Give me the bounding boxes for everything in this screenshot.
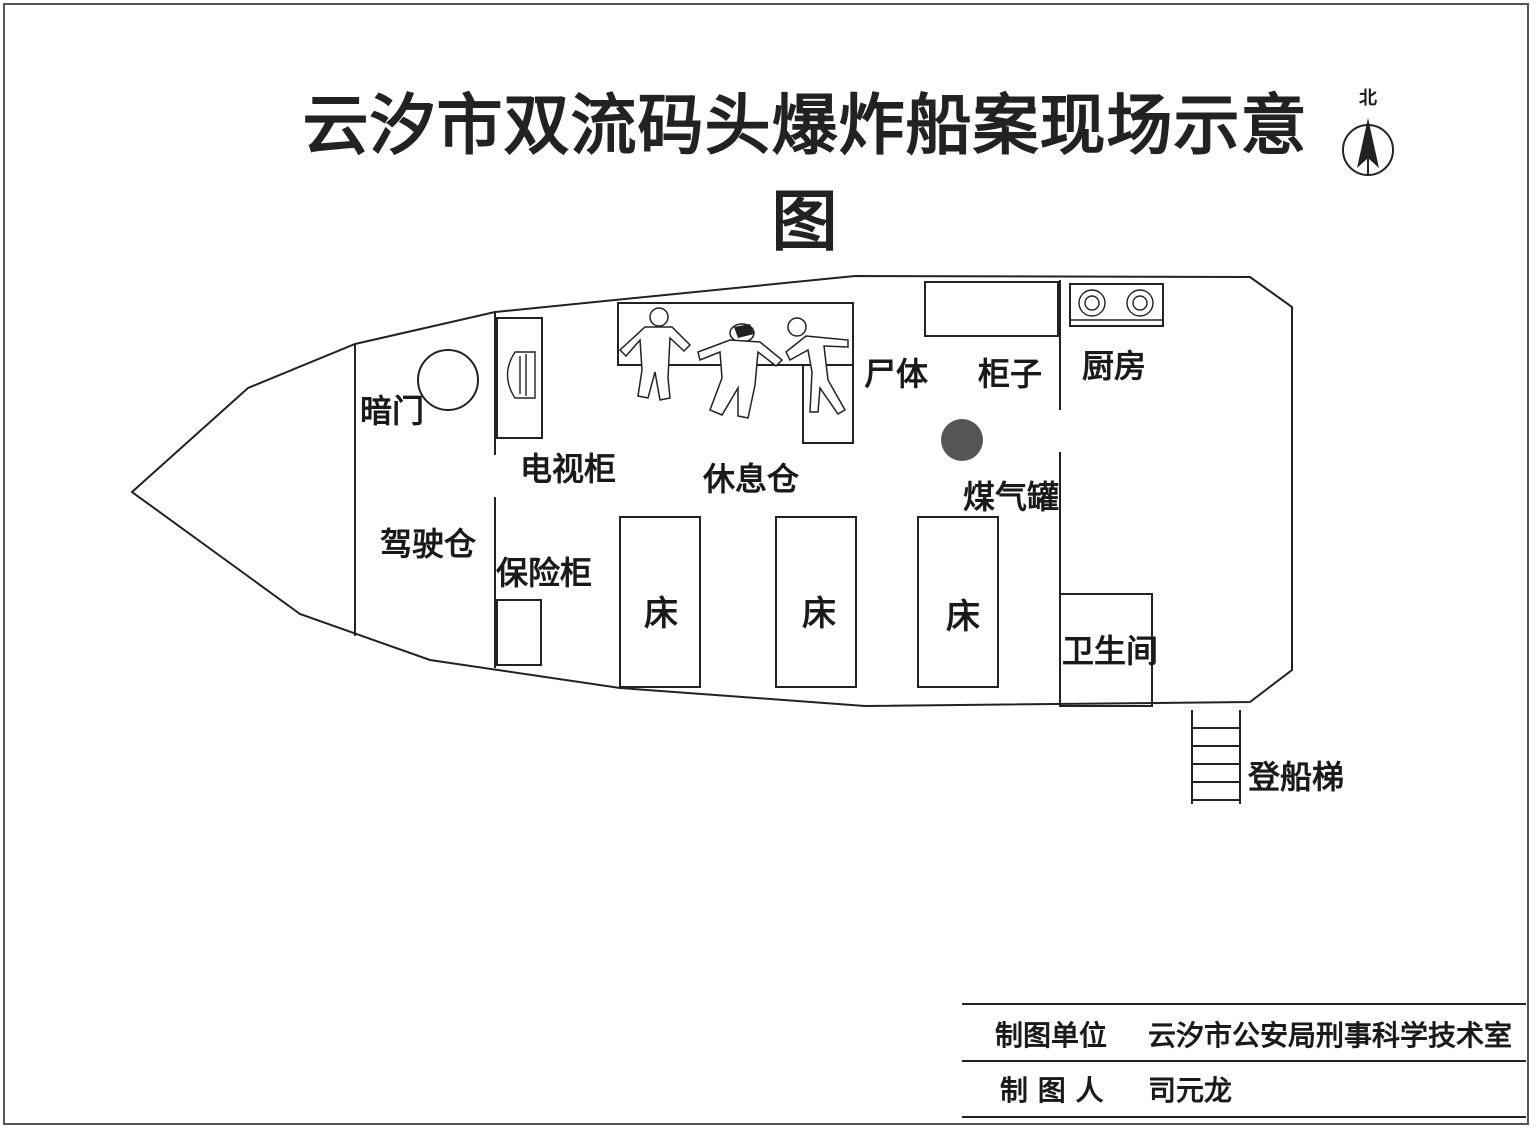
body-figure-1 — [618, 307, 692, 401]
info-row-2-value: 司元龙 — [1148, 1074, 1232, 1107]
label-hidden-door: 暗门 — [360, 392, 424, 430]
bed-3 — [917, 516, 999, 688]
label-cabinet: 柜子 — [978, 355, 1042, 393]
label-gas-tank: 煤气罐 — [963, 478, 1059, 516]
info-table: 制图单位 云汐市公安局刑事科学技术室 制 图 人 司元龙 — [962, 1003, 1526, 1118]
compass-north-label: 北 — [1359, 88, 1377, 109]
bathroom — [1059, 593, 1153, 707]
boarding-ladder — [1191, 710, 1241, 804]
label-kitchen: 厨房 — [1082, 347, 1146, 385]
hidden-door — [417, 349, 479, 411]
label-tv-cabinet: 电视柜 — [520, 450, 616, 488]
diagram-title: 云汐市双流码头爆炸船案现场示意图 — [302, 86, 1308, 260]
label-boarding-ladder: 登船梯 — [1247, 758, 1344, 796]
label-bed-1: 床 — [644, 594, 678, 634]
bed-1 — [619, 516, 701, 688]
cabinet — [924, 281, 1059, 337]
bed-2 — [775, 516, 857, 688]
label-cockpit: 驾驶仓 — [380, 525, 477, 563]
stove-icon — [1069, 283, 1164, 327]
body-figure-3 — [785, 317, 849, 415]
info-row-1-label: 制图单位 — [995, 1019, 1107, 1052]
label-safe-cabinet: 保险柜 — [496, 554, 592, 592]
tv-cabinet — [496, 317, 543, 439]
safe-cabinet — [496, 599, 542, 666]
label-bed-3: 床 — [946, 597, 980, 637]
label-bed-2: 床 — [802, 594, 836, 634]
body-figure-2 — [697, 323, 784, 419]
label-bodies: 尸体 — [864, 355, 928, 393]
tv-icon — [506, 351, 536, 399]
gas-tank — [941, 419, 983, 461]
label-rest-cabin: 休息仓 — [702, 460, 800, 498]
info-row-1-value: 云汐市公安局刑事科学技术室 — [1148, 1019, 1512, 1052]
boat-hull — [130, 274, 1293, 708]
label-bathroom: 卫生间 — [1062, 632, 1158, 670]
diagram-frame — [3, 3, 1529, 1125]
north-arrow-icon: 北 — [1342, 88, 1394, 176]
info-row-2-label: 制 图 人 — [1000, 1074, 1104, 1107]
body-area-lower — [802, 364, 854, 444]
